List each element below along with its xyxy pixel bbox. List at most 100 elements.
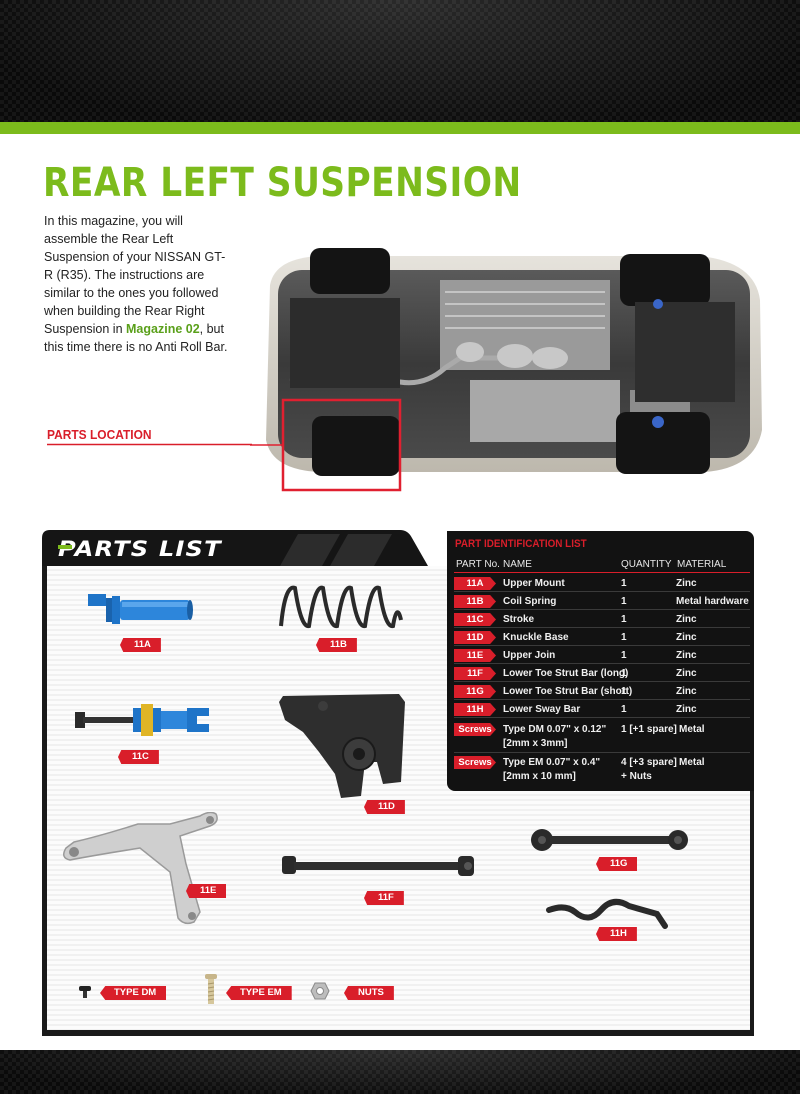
part-material: Zinc bbox=[676, 578, 697, 589]
part-material: Zinc bbox=[676, 632, 697, 643]
car-underside-image bbox=[250, 248, 762, 492]
header-carbon-band bbox=[0, 0, 800, 122]
part-name: Stroke bbox=[503, 614, 535, 625]
part-quantity: 1 bbox=[621, 614, 627, 625]
table-row: 11C Stroke 1 Zinc bbox=[454, 610, 750, 628]
part-number-tag: Screws bbox=[454, 723, 496, 736]
part-number-tag: 11A bbox=[454, 577, 496, 590]
part-identification-box bbox=[447, 531, 754, 791]
lower-toe-strut-bar-short-part-image bbox=[531, 829, 688, 851]
part-material: Zinc bbox=[676, 704, 697, 715]
parts-location-pointer-line bbox=[47, 443, 252, 446]
part-number-tag: 11C bbox=[454, 613, 496, 626]
part-material: Metal hardware bbox=[676, 596, 749, 607]
table-row: 11G Lower Toe Strut Bar (short) 1 Zinc bbox=[454, 682, 750, 700]
table-row: 11A Upper Mount 1 Zinc bbox=[454, 574, 750, 592]
part-quantity: 1 bbox=[621, 668, 627, 679]
col-header-part-no: PART No. bbox=[456, 559, 500, 570]
part-identification-title: PART IDENTIFICATION LIST bbox=[455, 538, 587, 550]
parts-location-label: PARTS LOCATION bbox=[47, 427, 152, 442]
page-title: REAR LEFT SUSPENSION bbox=[43, 160, 522, 206]
part-quantity: 4 [+3 spare] + Nuts bbox=[621, 757, 677, 782]
table-row: 11E Upper Join 1 Zinc bbox=[454, 646, 750, 664]
screw-size-inch: Type EM 0.07" x 0.4" bbox=[503, 757, 601, 768]
parts-list-header-bar bbox=[42, 530, 428, 566]
screw-size-inch: Type DM 0.07" x 0.12" bbox=[503, 724, 607, 735]
intro-paragraph: In this magazine, you will assemble the … bbox=[44, 212, 234, 356]
part-label-11b: 11B bbox=[316, 638, 357, 652]
lower-toe-strut-bar-long-part-image bbox=[282, 856, 474, 876]
part-material: Zinc bbox=[676, 686, 697, 697]
part-name: Type DM 0.07" x 0.12" [2mm x 3mm] bbox=[503, 723, 606, 751]
part-label-11e: 11E bbox=[186, 884, 227, 898]
part-material: Metal bbox=[679, 757, 705, 768]
part-label-11f: 11F bbox=[364, 891, 404, 905]
part-number-tag: 11G bbox=[454, 685, 496, 698]
part-quantity: 1 bbox=[621, 596, 627, 607]
part-quantity: 1 bbox=[621, 632, 627, 643]
coil-spring-part-image bbox=[279, 585, 403, 628]
parts-list-heading: PARTS LIST bbox=[58, 537, 222, 561]
screw-type-em-label: TYPE EM bbox=[226, 986, 292, 1000]
stroke-part-image bbox=[75, 704, 209, 736]
part-number-tag: 11D bbox=[454, 631, 496, 644]
panel-bottom-border bbox=[42, 1030, 754, 1036]
knuckle-base-part-image bbox=[279, 694, 405, 798]
part-name: Upper Mount bbox=[503, 578, 565, 589]
part-name: Knuckle Base bbox=[503, 632, 569, 643]
footer-carbon-band bbox=[0, 1050, 800, 1094]
part-name: Lower Toe Strut Bar (long) bbox=[503, 668, 629, 679]
col-header-quantity: QUANTITY bbox=[621, 559, 672, 570]
table-row: 11D Knuckle Base 1 Zinc bbox=[454, 628, 750, 646]
part-label-11c: 11C bbox=[118, 750, 159, 764]
part-quantity-extra: + Nuts bbox=[621, 771, 652, 782]
lower-sway-bar-part-image bbox=[546, 898, 668, 929]
part-number-tag: 11B bbox=[454, 595, 496, 608]
table-row: 11B Coil Spring 1 Metal hardware bbox=[454, 592, 750, 610]
panel-left-border bbox=[42, 566, 47, 1036]
table-row: Screws Type EM 0.07" x 0.4" [2mm x 10 mm… bbox=[454, 753, 750, 785]
part-label-11a: 11A bbox=[120, 638, 161, 652]
intro-text-end: , but this time there is no Anti Roll Ba… bbox=[44, 322, 228, 354]
part-material: Zinc bbox=[676, 650, 697, 661]
table-row: 11F Lower Toe Strut Bar (long) 1 Zinc bbox=[454, 664, 750, 682]
part-material: Zinc bbox=[676, 614, 697, 625]
panel-right-border bbox=[750, 566, 754, 1036]
intro-text-start: In this magazine, you will assemble the … bbox=[44, 214, 226, 336]
part-material: Metal bbox=[679, 724, 705, 735]
part-quantity: 1 bbox=[621, 578, 627, 589]
part-name: Lower Toe Strut Bar (short) bbox=[503, 686, 633, 697]
part-name: Upper Join bbox=[503, 650, 556, 661]
table-header-divider bbox=[454, 572, 750, 573]
part-number-tag: 11F bbox=[454, 667, 496, 680]
part-name: Coil Spring bbox=[503, 596, 557, 607]
table-row: Screws Type DM 0.07" x 0.12" [2mm x 3mm]… bbox=[454, 720, 750, 753]
part-label-11h: 11H bbox=[596, 927, 637, 941]
part-label-11g: 11G bbox=[596, 857, 638, 871]
col-header-material: MATERIAL bbox=[677, 559, 727, 570]
part-label-11d: 11D bbox=[364, 800, 405, 814]
part-number-tag: Screws bbox=[454, 756, 496, 769]
header-accent-line bbox=[0, 122, 800, 134]
screw-type-dm-image bbox=[79, 986, 91, 998]
upper-mount-part-image bbox=[88, 594, 193, 624]
part-quantity: 1 bbox=[621, 686, 627, 697]
screw-type-em-image bbox=[205, 974, 217, 1004]
part-material: Zinc bbox=[676, 668, 697, 679]
part-quantity: 1 bbox=[621, 650, 627, 661]
part-name: Type EM 0.07" x 0.4" [2mm x 10 mm] bbox=[503, 756, 600, 784]
part-quantity: 1 bbox=[621, 704, 627, 715]
nuts-label: NUTS bbox=[344, 986, 394, 1000]
parts-list-heading-accent bbox=[58, 545, 72, 549]
part-quantity: 1 [+1 spare] bbox=[621, 724, 677, 735]
screw-size-mm: [2mm x 3mm] bbox=[503, 738, 568, 749]
screw-size-mm: [2mm x 10 mm] bbox=[503, 771, 576, 782]
nut-image bbox=[310, 982, 330, 1000]
part-number-tag: 11E bbox=[454, 649, 496, 662]
screw-type-dm-label: TYPE DM bbox=[100, 986, 167, 1000]
table-row: 11H Lower Sway Bar 1 Zinc bbox=[454, 700, 750, 718]
part-name: Lower Sway Bar bbox=[503, 704, 581, 715]
part-number-tag: 11H bbox=[454, 703, 496, 716]
upper-join-part-image bbox=[63, 812, 218, 925]
magazine-link[interactable]: Magazine 02 bbox=[126, 322, 200, 336]
